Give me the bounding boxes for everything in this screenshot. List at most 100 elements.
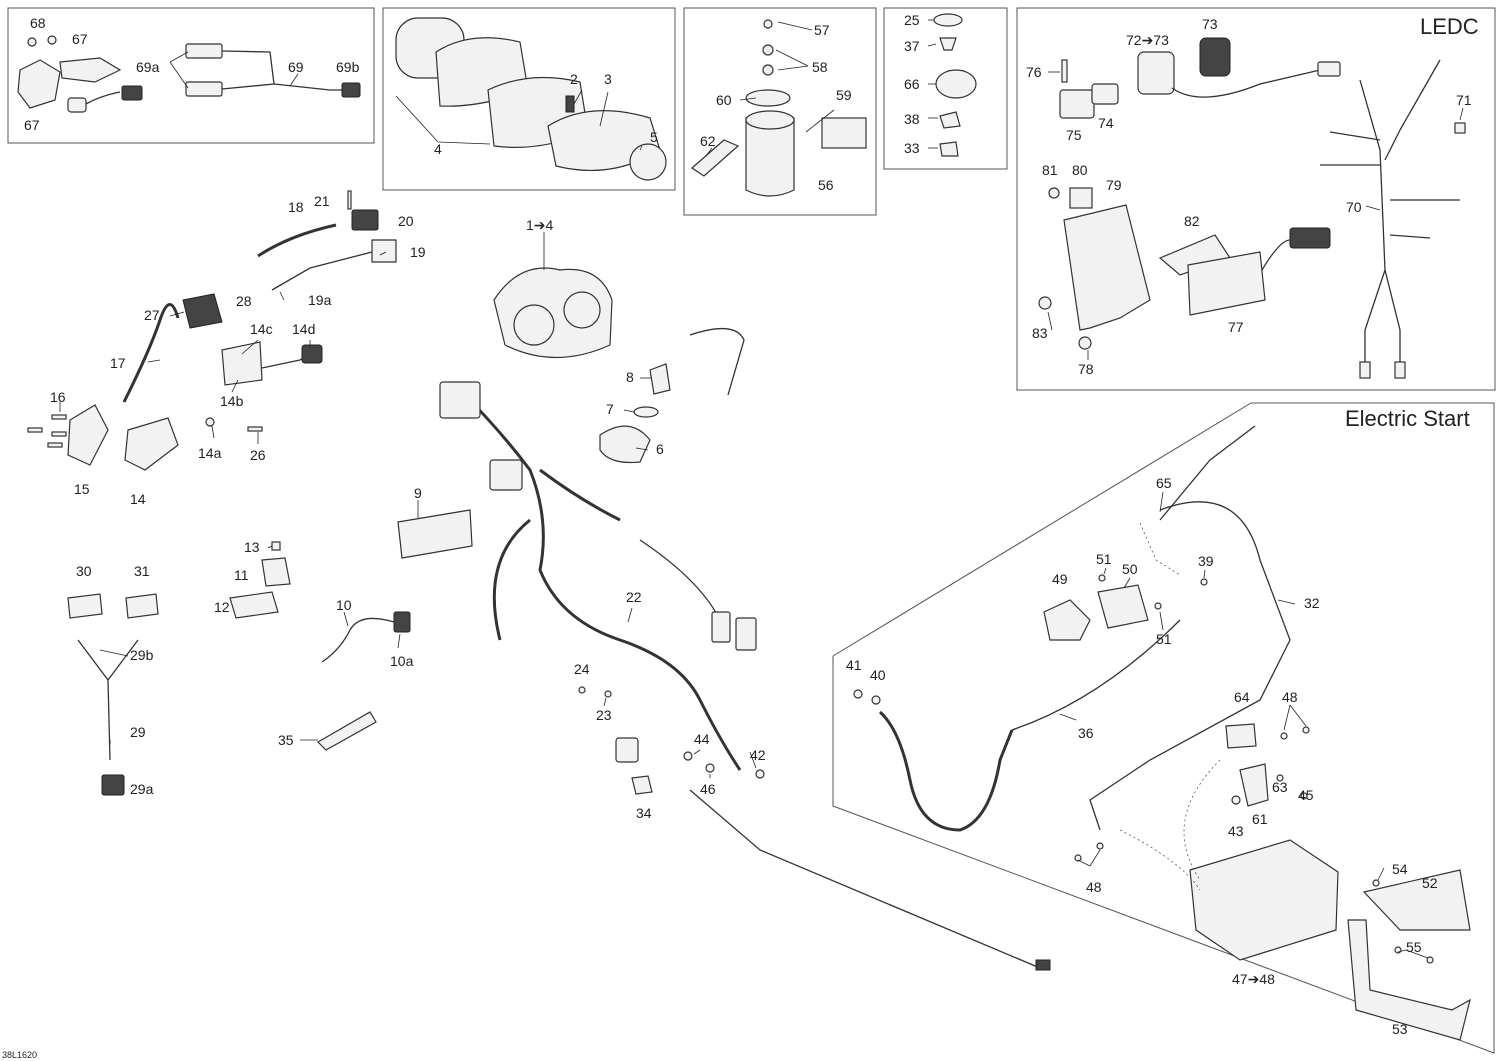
callout-1-4: 1➔4	[526, 217, 554, 233]
callout-27: 27	[144, 307, 160, 323]
callout-60: 60	[716, 92, 732, 108]
leader-lines	[59, 19, 1464, 959]
callout-14a: 14a	[198, 445, 222, 461]
callout-26: 26	[250, 447, 266, 463]
callout-10: 10	[336, 597, 352, 613]
callout-67-bottom: 67	[24, 117, 40, 133]
callout-8: 8	[626, 369, 634, 385]
callout-56: 56	[818, 177, 834, 193]
callout-35: 35	[278, 732, 294, 748]
callout-53: 53	[1392, 1021, 1408, 1037]
box-fasteners	[883, 7, 1008, 170]
callout-63: 63	[1272, 779, 1288, 795]
box-gauge-parts	[382, 7, 676, 191]
box-ledc	[1016, 7, 1496, 391]
callout-69b: 69b	[336, 59, 360, 75]
callout-19: 19	[410, 244, 426, 260]
callout-12: 12	[214, 599, 230, 615]
handlebar-controls	[27, 190, 397, 471]
callout-50: 50	[1122, 561, 1138, 577]
gauge-parts	[395, 17, 667, 181]
lower-left-parts	[67, 541, 411, 796]
callout-14d: 14d	[292, 321, 315, 337]
callout-74: 74	[1098, 115, 1114, 131]
callout-82: 82	[1184, 213, 1200, 229]
callout-19a: 19a	[308, 292, 332, 308]
callout-68: 68	[30, 15, 46, 31]
main-wiring-harness	[397, 381, 1051, 971]
callout-45: 45	[1298, 787, 1314, 803]
callout-4: 4	[434, 141, 442, 157]
callout-55: 55	[1406, 939, 1422, 955]
ledc-parts	[1038, 37, 1466, 379]
callout-14c: 14c	[250, 321, 273, 337]
callout-38: 38	[904, 111, 920, 127]
callout-48-bottom: 48	[1086, 879, 1102, 895]
callout-29: 29	[130, 724, 146, 740]
callout-47-48: 47➔48	[1232, 971, 1275, 987]
callout-2: 2	[570, 71, 578, 87]
callout-77: 77	[1228, 319, 1244, 335]
callout-73: 73	[1202, 16, 1218, 32]
ignition-key-parts	[599, 327, 745, 464]
gauge-assembly	[493, 267, 613, 358]
callout-41: 41	[846, 657, 862, 673]
callout-42: 42	[750, 747, 766, 763]
callout-69a: 69a	[136, 59, 160, 75]
callout-65: 65	[1156, 475, 1172, 491]
callout-81: 81	[1042, 162, 1058, 178]
callout-31: 31	[134, 563, 150, 579]
callout-72-73: 72➔73	[1126, 32, 1169, 48]
callout-32: 32	[1304, 595, 1320, 611]
callout-30: 30	[76, 563, 92, 579]
callout-39: 39	[1198, 553, 1214, 569]
callout-36: 36	[1078, 725, 1094, 741]
callout-16: 16	[50, 389, 66, 405]
callout-76: 76	[1026, 64, 1042, 80]
callout-54: 54	[1392, 861, 1408, 877]
callout-24: 24	[574, 661, 590, 677]
callout-29a: 29a	[130, 781, 154, 797]
section-title-ledc: LEDC	[1420, 14, 1479, 39]
electric-start-parts	[853, 425, 1471, 1041]
callout-17: 17	[110, 355, 126, 371]
horn-parts	[691, 19, 867, 197]
callout-78: 78	[1078, 361, 1094, 377]
callout-6: 6	[656, 441, 664, 457]
callout-13: 13	[244, 539, 260, 555]
callout-43: 43	[1228, 823, 1244, 839]
callout-34: 34	[636, 805, 652, 821]
callout-14b: 14b	[220, 393, 244, 409]
callout-57: 57	[814, 22, 830, 38]
callout-9: 9	[414, 485, 422, 501]
drawing-reference: 38L1620	[2, 1050, 37, 1060]
callout-79: 79	[1106, 177, 1122, 193]
callout-44: 44	[694, 731, 710, 747]
callout-75: 75	[1066, 127, 1082, 143]
callout-21: 21	[314, 193, 330, 209]
callout-67-top: 67	[72, 31, 88, 47]
callout-7: 7	[606, 401, 614, 417]
callout-51-top: 51	[1096, 551, 1112, 567]
callout-80: 80	[1072, 162, 1088, 178]
callout-18: 18	[288, 199, 304, 215]
callout-20: 20	[398, 213, 414, 229]
callout-33: 33	[904, 140, 920, 156]
box-horn-parts	[683, 7, 877, 216]
callout-49: 49	[1052, 571, 1068, 587]
callout-28: 28	[236, 293, 252, 309]
callout-22: 22	[626, 589, 642, 605]
callout-25: 25	[904, 12, 920, 28]
callout-15: 15	[74, 481, 90, 497]
callout-37: 37	[904, 38, 920, 54]
callout-51-bottom: 51	[1156, 631, 1172, 647]
callout-3: 3	[604, 71, 612, 87]
callout-40: 40	[870, 667, 886, 683]
callout-14: 14	[130, 491, 146, 507]
callout-61: 61	[1252, 811, 1268, 827]
callout-66: 66	[904, 76, 920, 92]
callout-5: 5	[650, 129, 658, 145]
fastener-parts	[933, 13, 977, 157]
callout-48-top: 48	[1282, 689, 1298, 705]
